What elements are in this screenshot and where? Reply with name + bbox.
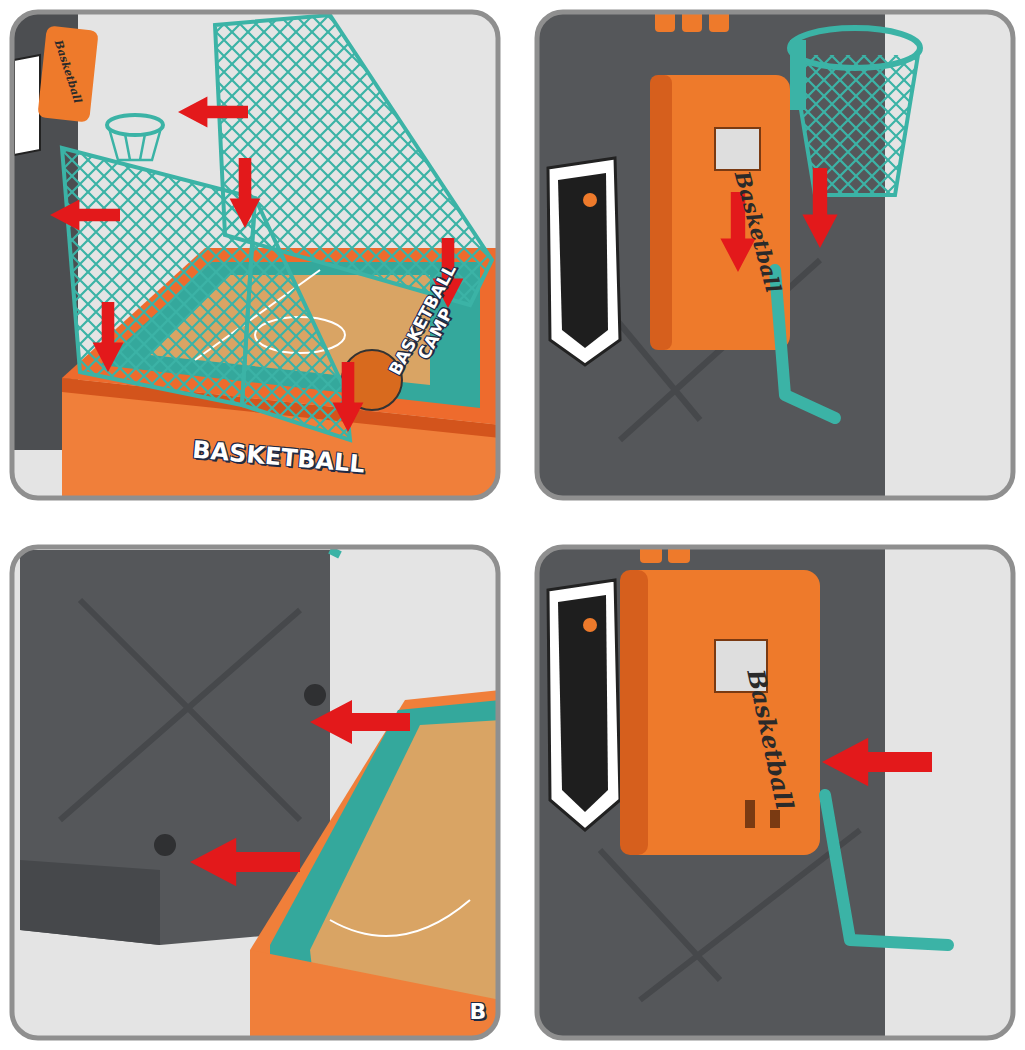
panel-three [12, 547, 498, 1038]
court-label: BASKETBALL CAMP [386, 273, 469, 387]
panel-one [12, 12, 498, 498]
scoreboard-label: Basketball [731, 169, 785, 295]
panel-frame [12, 12, 498, 498]
panel-four [537, 547, 1013, 1038]
panel-frame [537, 12, 1013, 498]
scoreboard-label: Basketball [52, 39, 83, 105]
panel-frame [537, 547, 1013, 1038]
panel-frame [12, 547, 498, 1038]
base-label: B [470, 1000, 487, 1023]
scoreboard-label: Basketball [743, 667, 797, 812]
panel-two [537, 12, 1013, 498]
base-label: BASKETBALL [191, 438, 366, 478]
